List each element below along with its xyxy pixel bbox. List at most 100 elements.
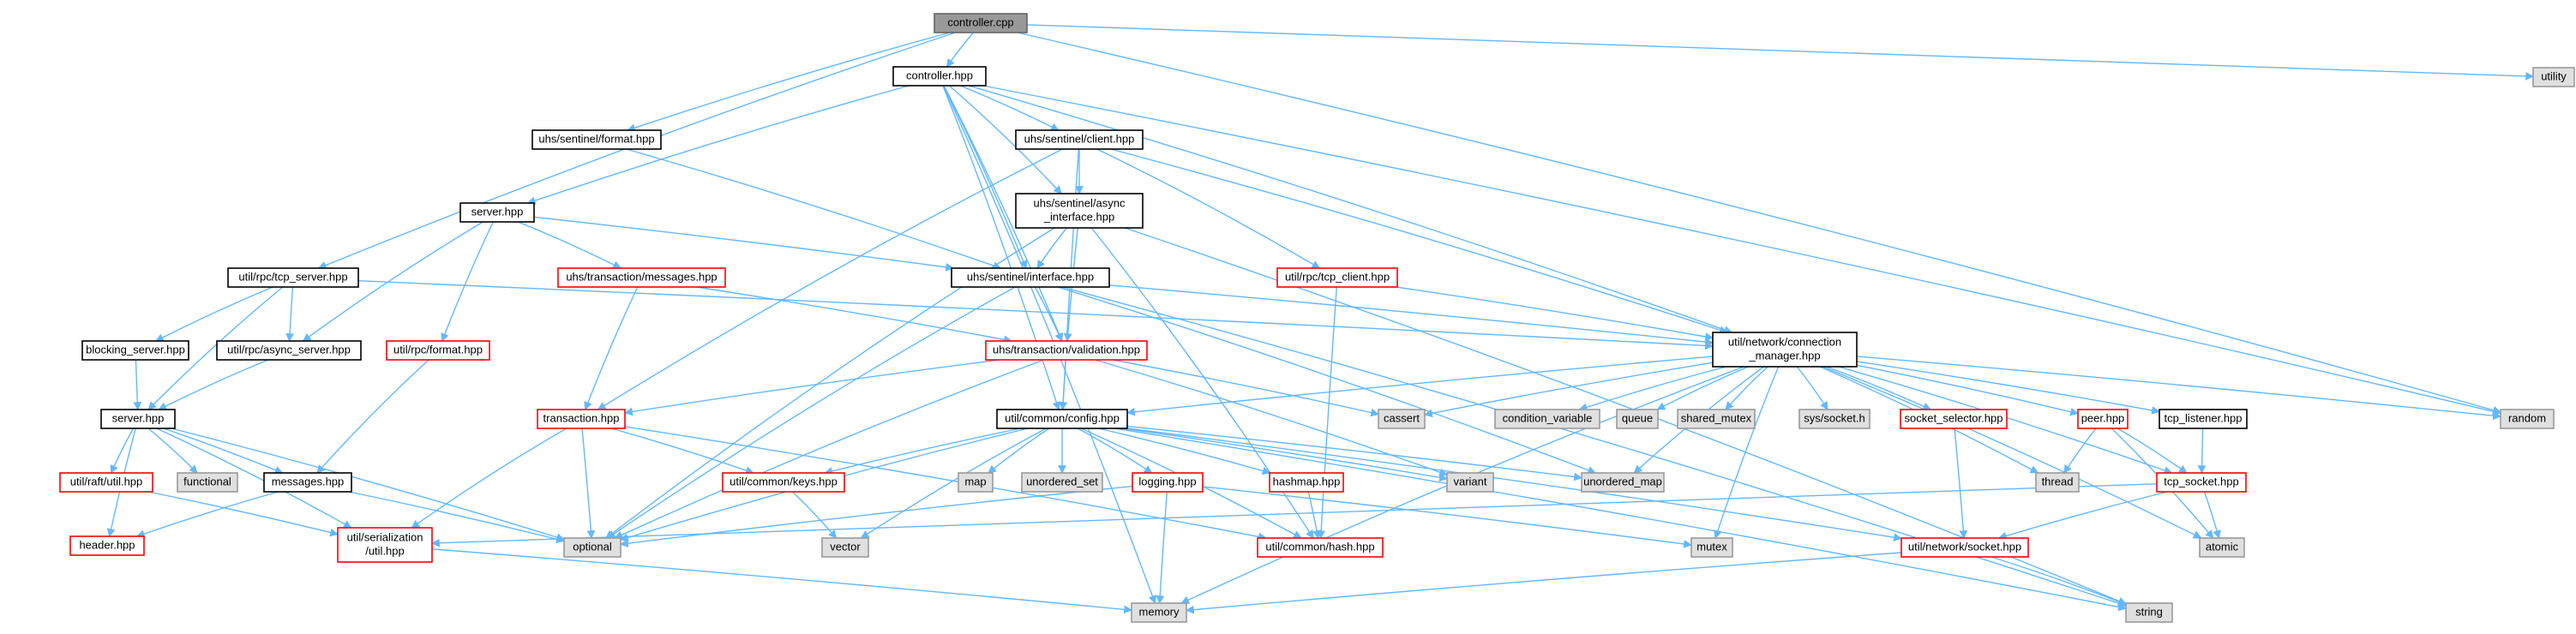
node-messages-hpp[interactable]: messages.hpp [263, 472, 352, 493]
node-label: transaction.hpp [543, 411, 620, 424]
node-box [1021, 472, 1103, 493]
edge-tcp_socket-to-atomic [2203, 491, 2221, 539]
node-label: hashmap.hpp [1273, 475, 1341, 487]
edge-controller_cpp-to-uhs_sentinel_format [627, 32, 950, 132]
node-variant[interactable]: variant [1446, 472, 1494, 493]
node-uhs-sentinel-interface[interactable]: uhs/sentinel/interface.hpp [951, 267, 1110, 288]
edge-util_serialization_util-to-memory [431, 548, 1132, 614]
node-string[interactable]: string [2125, 602, 2173, 623]
node-socket-selector[interactable]: socket_selector.hpp [1900, 409, 2008, 429]
node-header-hpp[interactable]: header.hpp [69, 535, 145, 556]
node-functional[interactable]: functional [177, 472, 238, 493]
node-uhs-transaction-validation[interactable]: uhs/transaction/validation.hpp [985, 340, 1148, 361]
node-unordered-map[interactable]: unordered_map [1581, 472, 1665, 493]
node-box [2159, 409, 2248, 429]
node-util-rpc-format[interactable]: util/rpc/format.hpp [386, 340, 490, 361]
node-box [1257, 537, 1384, 558]
edge-util_network_connection_manager-to-shared_mutex [1725, 366, 1768, 410]
node-util-serialization-util[interactable]: util/serialization/util.hpp [337, 527, 433, 563]
node-peer-hpp[interactable]: peer.hpp [2077, 409, 2129, 429]
node-box [1131, 602, 1187, 623]
node-controller-hpp[interactable]: controller.hpp [892, 66, 987, 87]
node-util-rpc-tcp-client[interactable]: util/rpc/tcp_client.hpp [1276, 267, 1398, 288]
node-condition-variable[interactable]: condition_variable [1494, 409, 1600, 429]
edge-server_hpp_top-to-uhs_transaction_messages [518, 221, 621, 269]
node-cassert[interactable]: cassert [1378, 409, 1426, 429]
node-sys-socket[interactable]: sys/socket.h [1798, 409, 1870, 429]
edge-server_hpp-to-messages_hpp [163, 428, 284, 475]
node-shared-mutex[interactable]: shared_mutex [1677, 409, 1756, 429]
node-label: blocking_server.hpp [86, 343, 185, 356]
node-tcp-listener[interactable]: tcp_listener.hpp [2159, 409, 2248, 429]
node-vector[interactable]: vector [821, 537, 869, 558]
edge-socket_selector-to-util_network_socket [1954, 428, 1968, 539]
node-queue[interactable]: queue [1616, 409, 1659, 429]
edge-util_common_config-to-map [988, 428, 1050, 474]
edge-util_network_connection_manager-to-queue [1656, 366, 1749, 410]
node-random[interactable]: random [2500, 409, 2555, 429]
node-label: sys/socket.h [1804, 411, 1865, 424]
edge-util_rpc_tcp_server-to-util_rpc_async_server [285, 286, 294, 342]
node-utility[interactable]: utility [2532, 67, 2575, 87]
node-label: peer.hpp [2081, 411, 2125, 424]
node-label: util/common/config.hpp [1005, 411, 1120, 424]
edge-uhs_transaction_validation-to-variant [1095, 359, 1448, 476]
node-box [459, 202, 535, 223]
node-uhs-sentinel-format[interactable]: uhs/sentinel/format.hpp [531, 129, 662, 150]
node-util-network-connection-manager[interactable]: util/network/connection_manager.hpp [1712, 332, 1858, 368]
node-label: optional [573, 540, 612, 553]
node-label: tcp_socket.hpp [2164, 475, 2238, 487]
node-label: unordered_set [1026, 475, 1098, 487]
node-mutex[interactable]: mutex [1690, 537, 1733, 558]
node-box [1690, 537, 1733, 558]
node-uhs-sentinel-client[interactable]: uhs/sentinel/client.hpp [1015, 129, 1144, 150]
node-atomic[interactable]: atomic [2199, 537, 2245, 558]
node-server-hpp[interactable]: server.hpp [100, 409, 176, 429]
node-optional[interactable]: optional [563, 537, 621, 558]
node-unordered-set[interactable]: unordered_set [1021, 472, 1103, 493]
node-tcp-socket[interactable]: tcp_socket.hpp [2156, 472, 2247, 493]
edge-controller_cpp-to-random [1017, 32, 2501, 415]
node-box [2500, 409, 2555, 429]
node-box [1269, 472, 1344, 493]
node-util-network-socket[interactable]: util/network/socket.hpp [1900, 537, 2029, 558]
edge-util_network_connection_manager-to-cassert [1424, 362, 1714, 418]
edge-logging_hpp-to-memory [1156, 491, 1168, 604]
node-map[interactable]: map [958, 472, 994, 493]
node-controller-cpp[interactable]: controller.cpp [934, 13, 1028, 33]
edge-util_rpc_tcp_client-to-util_common_hash [1317, 286, 1337, 539]
node-logging-hpp[interactable]: logging.hpp [1132, 472, 1204, 493]
node-uhs-transaction-messages[interactable]: uhs/transaction/messages.hpp [557, 267, 726, 288]
node-uhs-sentinel-async[interactable]: uhs/sentinel/async_interface.hpp [1015, 193, 1144, 229]
node-box [337, 527, 433, 563]
node-hashmap-hpp[interactable]: hashmap.hpp [1269, 472, 1344, 493]
node-util-common-config[interactable]: util/common/config.hpp [996, 409, 1128, 429]
edge-uhs_transaction_validation-to-cassert [1112, 359, 1379, 417]
node-util-common-keys[interactable]: util/common/keys.hpp [722, 472, 845, 493]
node-label: util/rpc/tcp_client.hpp [1285, 270, 1390, 283]
node-box [985, 340, 1148, 361]
node-box [81, 340, 189, 361]
edge-server_hpp-to-optional [171, 428, 565, 541]
edge-uhs_sentinel_interface-to-optional [606, 286, 1016, 539]
node-server-hpp-top[interactable]: server.hpp [459, 202, 535, 223]
node-box [1015, 193, 1144, 229]
edge-controller_hpp-to-util_network_connection_manager [968, 85, 1733, 334]
edge-server_hpp-to-util_serialization_util [156, 428, 352, 529]
node-thread[interactable]: thread [2035, 472, 2080, 493]
node-label: util/rpc/async_server.hpp [227, 343, 351, 356]
edge-util_network_connection_manager-to-peer_hpp [1856, 364, 2079, 416]
node-label: util/raft/util.hpp [70, 475, 143, 487]
node-memory[interactable]: memory [1131, 602, 1187, 623]
node-util-common-hash[interactable]: util/common/hash.hpp [1257, 537, 1384, 558]
edge-util_rpc_tcp_server-to-blocking_server [154, 286, 273, 342]
node-box [1616, 409, 1659, 429]
edge-util_network_socket-to-memory [1186, 552, 1902, 614]
edge-uhs_sentinel_interface-to-uhs_transaction_validation [1034, 286, 1063, 342]
node-transaction-hpp[interactable]: transaction.hpp [537, 409, 626, 429]
node-util-raft-util[interactable]: util/raft/util.hpp [59, 472, 153, 493]
node-label: map [964, 475, 986, 487]
node-util-rpc-async-server[interactable]: util/rpc/async_server.hpp [216, 340, 362, 361]
node-util-rpc-tcp-server[interactable]: util/rpc/tcp_server.hpp [227, 267, 359, 288]
node-blocking-server[interactable]: blocking_server.hpp [81, 340, 189, 361]
